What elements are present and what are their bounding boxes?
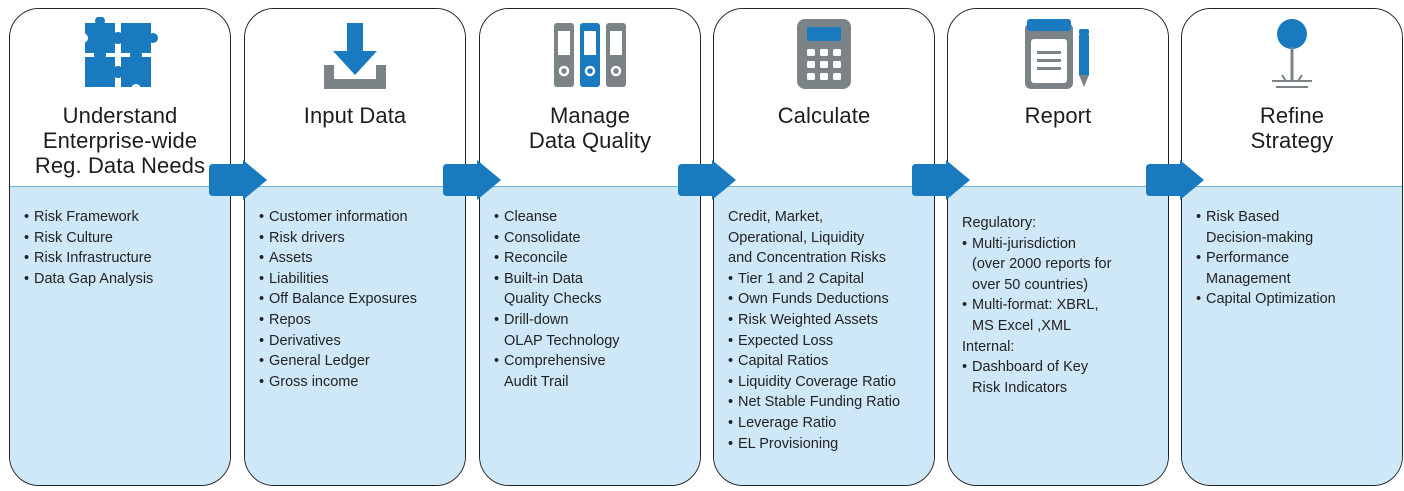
step-header: Report <box>948 9 1168 186</box>
list-item: •Risk Culture <box>24 229 113 246</box>
list-item-continuation: Decision-making <box>1206 229 1314 246</box>
step-body <box>948 186 1168 485</box>
list-item: •Multi-format: XBRL, <box>962 297 1099 314</box>
step-body <box>10 186 230 485</box>
step-body <box>480 186 700 485</box>
list-item: •EL Provisioning <box>728 435 839 452</box>
step-title: Refine Strategy <box>1250 103 1334 153</box>
list-item: •Dashboard of Key <box>962 359 1089 376</box>
binders-icon <box>550 19 630 96</box>
list-heading: Regulatory: <box>962 215 1037 231</box>
step-title: Calculate <box>777 103 871 128</box>
list-item: •Drill-down <box>494 311 569 328</box>
calculator-icon <box>793 17 855 96</box>
list-item: •Reconcile <box>494 250 568 267</box>
list-item: •Liabilities <box>259 270 329 287</box>
step-header: Calculate <box>714 9 934 186</box>
list-item-continuation: Quality Checks <box>504 291 602 308</box>
list-item: •Leverage Ratio <box>728 414 837 431</box>
list-item: •Repos <box>259 311 311 328</box>
list-item-continuation: Risk Indicators <box>972 379 1068 396</box>
step-list: •Cleanse •Consolidate •Reconcile •Built-… <box>494 207 694 392</box>
flow-arrow-1 <box>209 160 267 200</box>
list-item: •Own Funds Deductions <box>728 291 889 308</box>
list-item-continuation: (over 2000 reports for <box>972 256 1112 273</box>
list-item: •Built-in Data <box>494 270 583 287</box>
list-item: •Derivatives <box>259 332 341 349</box>
list-item: •Comprehensive <box>494 353 606 370</box>
step-title: Report <box>1024 103 1092 128</box>
step-header: Understand Enterprise-wide Reg. Data Nee… <box>10 9 230 186</box>
list-item: •Capital Ratios <box>728 353 829 370</box>
list-item-continuation: OLAP Technology <box>504 332 620 349</box>
list-item: •Risk Weighted Assets <box>728 311 878 328</box>
list-item: •Cleanse <box>494 209 558 225</box>
step-card-input-data: Input Data •Customer information •Risk d… <box>244 8 466 486</box>
flow-arrow-3 <box>678 160 736 200</box>
flow-arrow-5 <box>1146 160 1204 200</box>
step-card-calculate: Calculate Credit, Market, Operational, L… <box>713 8 935 486</box>
list-item: •Liquidity Coverage Ratio <box>728 373 896 390</box>
list-item: •Customer information <box>259 209 408 225</box>
list-item: •Expected Loss <box>728 332 834 349</box>
step-list: •Risk Framework •Risk Culture •Risk Infr… <box>24 207 224 289</box>
step-card-report: Report Regulatory: •Multi-jurisdiction (… <box>947 8 1169 486</box>
step-title: Understand Enterprise-wide Reg. Data Nee… <box>34 103 206 178</box>
step-list: Credit, Market, Operational, Liquidity a… <box>728 207 928 454</box>
list-item: •Net Stable Funding Ratio <box>728 394 901 411</box>
step-card-manage-data-quality: Manage Data Quality •Cleanse •Consolidat… <box>479 8 701 486</box>
list-item: •Gross income <box>259 373 359 390</box>
list-item: •Tier 1 and 2 Capital <box>728 270 865 287</box>
list-item: •Performance <box>1196 250 1290 267</box>
step-body <box>1182 186 1402 485</box>
list-item-continuation: Management <box>1206 270 1291 287</box>
list-item: •Data Gap Analysis <box>24 270 154 287</box>
step-list: Regulatory: •Multi-jurisdiction (over 20… <box>962 213 1162 398</box>
list-item: •Off Balance Exposures <box>259 291 418 308</box>
download-icon <box>320 19 390 98</box>
flow-arrow-2 <box>443 160 501 200</box>
list-item: •Risk Based <box>1196 209 1280 225</box>
list-item: •Risk drivers <box>259 229 345 246</box>
list-intro-text: Operational, Liquidity <box>728 229 865 246</box>
step-list: •Customer information •Risk drivers •Ass… <box>259 207 459 392</box>
list-item: •General Ledger <box>259 353 370 370</box>
step-card-refine-strategy: Refine Strategy •Risk Based Decision-mak… <box>1181 8 1403 486</box>
step-title: Manage Data Quality <box>528 103 652 153</box>
step-card-understand: Understand Enterprise-wide Reg. Data Nee… <box>9 8 231 486</box>
step-title: Input Data <box>303 103 407 128</box>
list-item-continuation: Audit Trail <box>504 373 569 390</box>
map-pin-icon <box>1264 17 1320 100</box>
step-body <box>245 186 465 485</box>
list-item: •Capital Optimization <box>1196 291 1336 308</box>
list-intro-text: and Concentration Risks <box>728 250 886 267</box>
list-item-continuation: over 50 countries) <box>972 276 1089 293</box>
list-item: •Assets <box>259 250 313 267</box>
step-list: •Risk Based Decision-making •Performance… <box>1196 207 1396 310</box>
puzzle-icon <box>78 16 159 98</box>
step-header: Input Data <box>245 9 465 186</box>
list-item: •Multi-jurisdiction <box>962 235 1076 252</box>
step-body <box>714 186 934 485</box>
step-header: Refine Strategy <box>1182 9 1402 186</box>
list-item: •Risk Infrastructure <box>24 250 152 267</box>
list-item: •Consolidate <box>494 229 581 246</box>
list-item: •Risk Framework <box>24 209 139 225</box>
clipboard-pencil-icon <box>1019 17 1097 98</box>
flow-arrow-4 <box>912 160 970 200</box>
list-intro-text: Credit, Market, <box>728 209 824 225</box>
step-header: Manage Data Quality <box>480 9 700 186</box>
list-item-continuation: MS Excel ,XML <box>972 317 1072 334</box>
list-heading: Internal: <box>962 338 1015 355</box>
